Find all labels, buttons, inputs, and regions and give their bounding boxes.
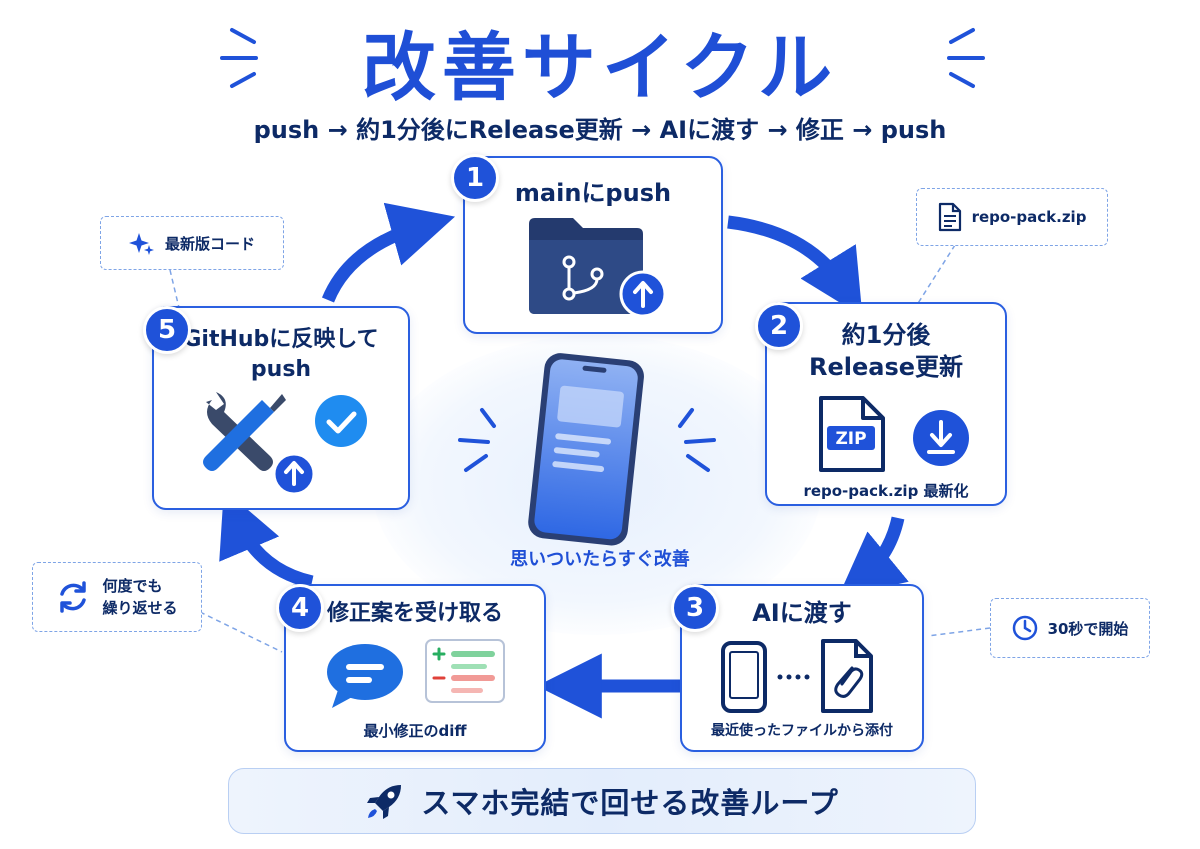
phone-illustration	[528, 353, 644, 546]
step-2-title-line1: 約1分後	[841, 321, 931, 349]
clock-icon	[1012, 615, 1037, 641]
step-3-card: AIに渡す 最近使ったファイルから添付	[680, 584, 924, 752]
upload-icon	[272, 452, 316, 496]
step-5-badge: 5	[143, 306, 191, 354]
step-3-caption: 最近使ったファイルから添付	[711, 723, 893, 739]
step-5-title-line1: GitHubに反映して	[183, 327, 379, 352]
center-caption: 思いついたらすぐ改善	[510, 549, 690, 570]
page-subtitle: push → 約1分後にRelease更新 → AIに渡す → 修正 → pus…	[253, 116, 947, 144]
rocket-icon	[367, 785, 402, 819]
dotted-link-icon	[777, 674, 810, 680]
note-repeat: 何度でも 繰り返せる	[32, 562, 202, 632]
note-repo-pack: repo-pack.zip	[916, 188, 1108, 246]
step-2-card: 約1分後 Release更新 ZIP repo-pack.zip 最新化	[765, 302, 1007, 506]
diff-panel-icon	[425, 639, 505, 703]
bottom-banner: スマホ完結で回せる改善ループ	[228, 768, 976, 834]
phone-spark-right	[678, 408, 716, 472]
note-repo-pack-text: repo-pack.zip	[971, 208, 1087, 226]
arrow-1-to-2	[727, 215, 863, 317]
step-2-caption: repo-pack.zip 最新化	[803, 482, 969, 500]
check-icon	[315, 395, 367, 447]
phone-icon	[721, 641, 767, 713]
zip-label: ZIP	[835, 429, 866, 449]
banner-text: スマホ完結で回せる改善ループ	[421, 786, 839, 820]
note-start-time-text: 30秒で開始	[1047, 619, 1129, 638]
note-latest-code: 最新版コード	[100, 216, 284, 270]
step-5-title-line2: push	[250, 357, 312, 382]
sparkle-icon	[128, 233, 154, 255]
step-4-caption: 最小修正のdiff	[363, 722, 467, 740]
arrow-4-to-5	[219, 489, 314, 589]
step-2-badge: 2	[755, 302, 803, 350]
step-1-card: mainにpush	[463, 156, 723, 334]
note-latest-code-text: 最新版コード	[164, 234, 255, 253]
tools-icon	[203, 392, 286, 471]
attachment-file-icon	[821, 639, 873, 713]
step-4-card: 修正案を受け取る 最小修正のdiff	[284, 584, 546, 752]
step-2-title-line2: Release更新	[808, 353, 964, 381]
note-repeat-line1: 何度でも	[102, 577, 163, 595]
title-sparkle-right	[947, 28, 985, 88]
phone-spark-left	[458, 408, 496, 472]
note-start-time: 30秒で開始	[990, 598, 1150, 658]
step-3-badge: 3	[671, 584, 719, 632]
git-folder-icon	[529, 218, 667, 316]
document-icon	[938, 202, 961, 232]
step-5-card: GitHubに反映して push	[152, 306, 410, 510]
step-1-badge: 1	[451, 154, 499, 202]
arrow-5-to-1	[321, 202, 456, 303]
step-3-title: AIに渡す	[752, 599, 852, 627]
note-repeat-line2: 繰り返せる	[102, 599, 178, 617]
step-4-title: 修正案を受け取る	[326, 601, 503, 626]
download-icon	[913, 410, 969, 466]
refresh-icon	[60, 581, 87, 613]
arrow-2-to-3	[837, 516, 909, 598]
step-4-badge: 4	[276, 584, 324, 632]
zip-file-icon: ZIP	[819, 396, 885, 472]
title-sparkle-left	[220, 28, 258, 88]
page-title: 改善サイクル	[361, 25, 839, 111]
chat-bubble-icon	[327, 644, 403, 708]
step-1-title: mainにpush	[514, 179, 672, 207]
